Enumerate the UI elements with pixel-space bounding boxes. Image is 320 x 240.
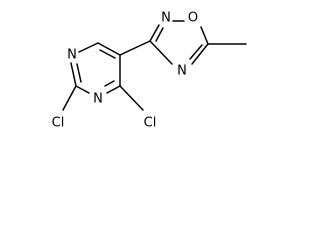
double-bond-oxadiazole-top-inner [155, 27, 164, 42]
double-bond-oxadiazole-right-inner [189, 44, 203, 60]
molecule-drawing: N N Cl Cl O N N [52, 11, 247, 131]
bond-ring-left [70, 62, 77, 87]
bond-c2-chlorine [62, 85, 77, 111]
double-bond-top-right-inner [99, 49, 116, 59]
bond-oxadiazole-n4-c3 [149, 40, 173, 65]
bond-ring-bottom-left [75, 85, 90, 94]
atom-label-n-top: N [67, 48, 77, 63]
bond-ring-link [119, 40, 151, 56]
atom-label-n-bottom: N [93, 92, 103, 107]
double-bond-left-inner [76, 63, 82, 83]
bond-ring-bottom-right [106, 85, 121, 94]
bond-ring-top-right [97, 42, 121, 56]
bond-oxadiazole-c5-n4 [191, 43, 209, 65]
bond-oxadiazole-o1-c5 [200, 26, 209, 45]
atom-label-n-oxadiazole-top: N [161, 11, 171, 26]
atom-label-cl-right: Cl [144, 116, 157, 131]
atom-label-n-oxadiazole-bottom: N [177, 64, 187, 79]
atom-label-cl-left: Cl [52, 116, 65, 131]
bond-c4-chlorine [119, 85, 144, 111]
bond-oxadiazole-c3-n2 [149, 24, 160, 42]
double-bond-bottom-right-inner [104, 80, 115, 87]
structure-canvas: N N Cl Cl O N N [0, 0, 260, 146]
bond-ring-top-left [78, 42, 99, 53]
atom-label-oxygen: O [188, 11, 198, 26]
